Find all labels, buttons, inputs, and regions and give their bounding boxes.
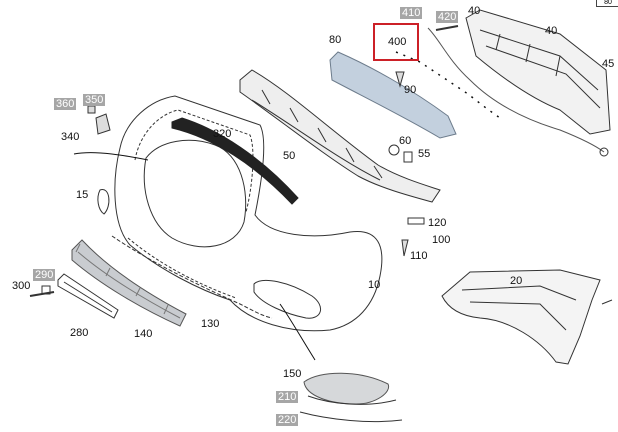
lower-grille-part [71, 239, 187, 327]
callout-300[interactable]: 300 [12, 280, 31, 292]
callout-210[interactable]: 210 [276, 391, 299, 403]
callout-50[interactable]: 50 [283, 150, 296, 162]
lower-trim-part [111, 235, 273, 319]
callout-40-right[interactable]: 40 [545, 25, 558, 37]
wiring-harness-part [395, 27, 605, 153]
callout-350[interactable]: 350 [83, 94, 106, 106]
leader-lines [73, 152, 316, 361]
callout-60[interactable]: 60 [399, 135, 412, 147]
callout-400[interactable]: 400 [388, 36, 407, 48]
upper-reinforcement-part [329, 51, 457, 139]
callout-220[interactable]: 220 [276, 414, 299, 426]
callout-360[interactable]: 360 [54, 98, 77, 110]
callout-420[interactable]: 420 [436, 11, 459, 23]
callout-280[interactable]: 280 [70, 327, 89, 339]
callout-45[interactable]: 45 [602, 58, 615, 70]
corner-tag: 80 [596, 0, 618, 7]
callout-40-top[interactable]: 40 [468, 5, 481, 17]
bumper-cover-part [114, 95, 383, 332]
callout-80[interactable]: 80 [329, 34, 342, 46]
upper-seal-part [171, 117, 299, 205]
plate-bracket-part [57, 273, 119, 319]
callout-410[interactable]: 410 [400, 7, 423, 19]
callout-290[interactable]: 290 [33, 269, 56, 281]
callout-140[interactable]: 140 [134, 328, 153, 340]
callout-130[interactable]: 130 [201, 318, 220, 330]
callout-100[interactable]: 100 [432, 234, 451, 246]
callout-10[interactable]: 10 [368, 279, 381, 291]
callout-150[interactable]: 150 [283, 368, 302, 380]
callout-90[interactable]: 90 [404, 84, 417, 96]
callout-340[interactable]: 340 [61, 131, 80, 143]
highlight-box [373, 23, 419, 61]
callout-55[interactable]: 55 [418, 148, 431, 160]
callout-120[interactable]: 120 [428, 217, 447, 229]
side-bracket-part [441, 269, 601, 365]
callout-15[interactable]: 15 [76, 189, 89, 201]
callout-320[interactable]: 320 [213, 128, 232, 140]
fog-grille-part [299, 372, 403, 423]
callout-20[interactable]: 20 [510, 275, 523, 287]
callout-110[interactable]: 110 [410, 250, 428, 262]
energy-absorber-part [239, 69, 441, 203]
rear-carrier-part [465, 9, 611, 135]
